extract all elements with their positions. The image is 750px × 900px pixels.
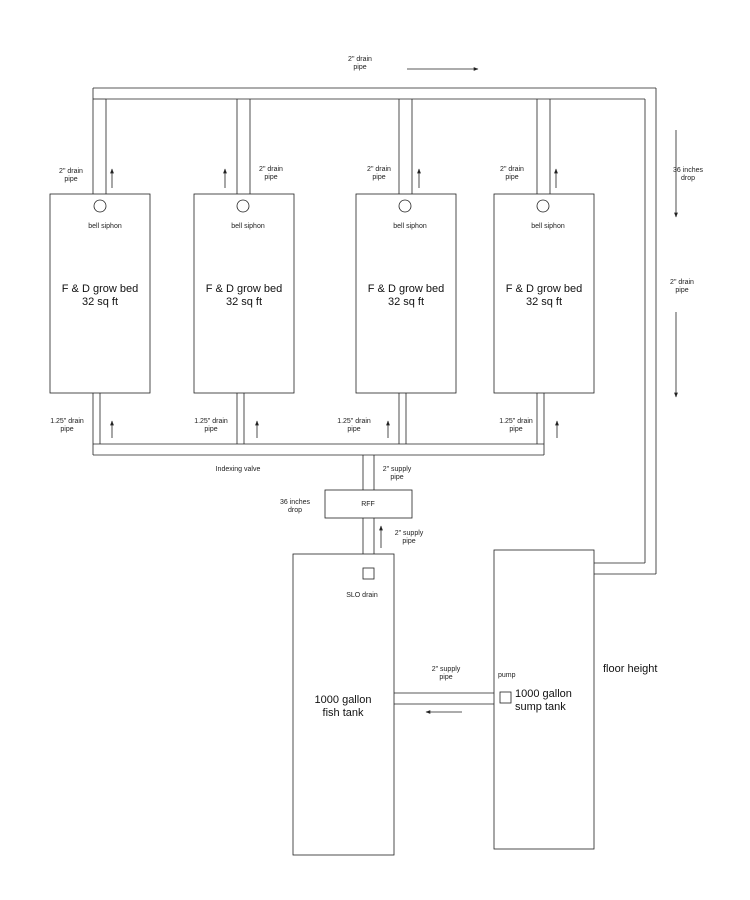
bell-siphon-label: bell siphon <box>231 223 265 230</box>
top-drain-label-line2: pipe <box>353 64 366 71</box>
grow-bed-name: F & D grow bed <box>206 283 282 295</box>
bed2-bottom-drain-line1: 1.25" drain <box>194 418 228 425</box>
rff-drop-line2: drop <box>288 507 302 514</box>
rff-label: RFF <box>361 501 375 508</box>
bottom-manifold-pipe <box>92 393 545 456</box>
supply-between-line2: pipe <box>439 674 452 681</box>
bed3-top-drain-line2: pipe <box>372 174 385 181</box>
sump-tank: pump 1000 gallon sump tank <box>493 549 595 850</box>
top-drain-label-line1: 2" drain <box>348 56 372 63</box>
slo-drain-label: SLO drain <box>346 592 378 599</box>
fish-tank-line2: fish tank <box>323 707 364 719</box>
right-drop-label-line1: 36 inches <box>673 167 703 174</box>
bell-siphon-label: bell siphon <box>393 223 427 230</box>
bed-bottom-drain-labels: 1.25" drain pipe 1.25" drain pipe 1.25" … <box>50 418 533 433</box>
grow-bed-2: bell siphon F & D grow bed 32 sq ft <box>193 193 295 394</box>
grow-bed-name: F & D grow bed <box>368 283 444 295</box>
bed-top-drain-labels: 2" drain pipe 2" drain pipe 2" drain pip… <box>59 166 524 183</box>
fish-tank-line1: 1000 gallon <box>315 694 372 706</box>
floor-height-label: floor height <box>603 663 657 675</box>
rff-box: RFF <box>324 489 413 519</box>
indexing-valve-label: Indexing valve <box>216 466 261 473</box>
pump-icon <box>499 691 512 704</box>
supply-pipe-lower <box>362 518 375 554</box>
supply-pipe-upper <box>362 455 375 490</box>
sump-tank-line1: 1000 gallon <box>515 688 572 700</box>
grow-bed-3: bell siphon F & D grow bed 32 sq ft <box>355 193 457 394</box>
grow-bed-name: F & D grow bed <box>506 283 582 295</box>
rff-drop-line1: 36 inches <box>280 499 310 506</box>
bed-drain-risers <box>92 99 551 194</box>
supply-upper-line2: pipe <box>390 474 403 481</box>
bed-bottom-flow-arrows <box>110 420 559 438</box>
bell-siphon-icon <box>93 199 107 213</box>
bed4-bottom-drain-line2: pipe <box>509 426 522 433</box>
grow-bed-area: 32 sq ft <box>82 296 118 308</box>
bed-top-flow-arrows <box>110 168 558 188</box>
supply-pipe-between-tanks <box>394 692 494 705</box>
bed1-bottom-drain-line1: 1.25" drain <box>50 418 84 425</box>
right-return-pipe <box>594 88 657 575</box>
top-drain-pipe <box>92 87 656 100</box>
supply-upper-line1: 2" supply <box>383 466 412 473</box>
right-pipe-label-line2: pipe <box>675 287 688 294</box>
bed3-bottom-drain-line1: 1.25" drain <box>337 418 371 425</box>
bed4-bottom-drain-line1: 1.25" drain <box>499 418 533 425</box>
supply-between-line1: 2" supply <box>432 666 461 673</box>
sump-tank-line2: sump tank <box>515 701 566 713</box>
right-drop-label-line2: drop <box>681 175 695 182</box>
grow-bed-area: 32 sq ft <box>226 296 262 308</box>
bell-siphon-icon <box>398 199 412 213</box>
bed2-top-drain-line2: pipe <box>264 174 277 181</box>
grow-bed-name: F & D grow bed <box>62 283 138 295</box>
grow-bed-1: bell siphon F & D grow bed 32 sq ft <box>49 193 151 394</box>
bed3-bottom-drain-line2: pipe <box>347 426 360 433</box>
supply-lower-line2: pipe <box>402 538 415 545</box>
bell-siphon-label: bell siphon <box>88 223 122 230</box>
grow-bed-area: 32 sq ft <box>388 296 424 308</box>
top-drain-label: 2" drain pipe <box>348 56 372 71</box>
bell-siphon-label: bell siphon <box>531 223 565 230</box>
supply-lower-line1: 2" supply <box>395 530 424 537</box>
fish-tank: SLO drain 1000 gallon fish tank <box>292 553 395 856</box>
grow-bed-4: bell siphon F & D grow bed 32 sq ft <box>493 193 595 394</box>
bed1-top-drain-line1: 2" drain <box>59 168 83 175</box>
bed1-bottom-drain-line2: pipe <box>60 426 73 433</box>
slo-drain-icon <box>362 567 375 580</box>
bed1-top-drain-line2: pipe <box>64 176 77 183</box>
bell-siphon-icon <box>536 199 550 213</box>
grow-bed-area: 32 sq ft <box>526 296 562 308</box>
bed4-top-drain-line1: 2" drain <box>500 166 524 173</box>
pump-label: pump <box>498 672 516 679</box>
bed2-top-drain-line1: 2" drain <box>259 166 283 173</box>
bed2-bottom-drain-line2: pipe <box>204 426 217 433</box>
right-pipe-label-line1: 2" drain <box>670 279 694 286</box>
bed4-top-drain-line2: pipe <box>505 174 518 181</box>
bell-siphon-icon <box>236 199 250 213</box>
bed3-top-drain-line1: 2" drain <box>367 166 391 173</box>
